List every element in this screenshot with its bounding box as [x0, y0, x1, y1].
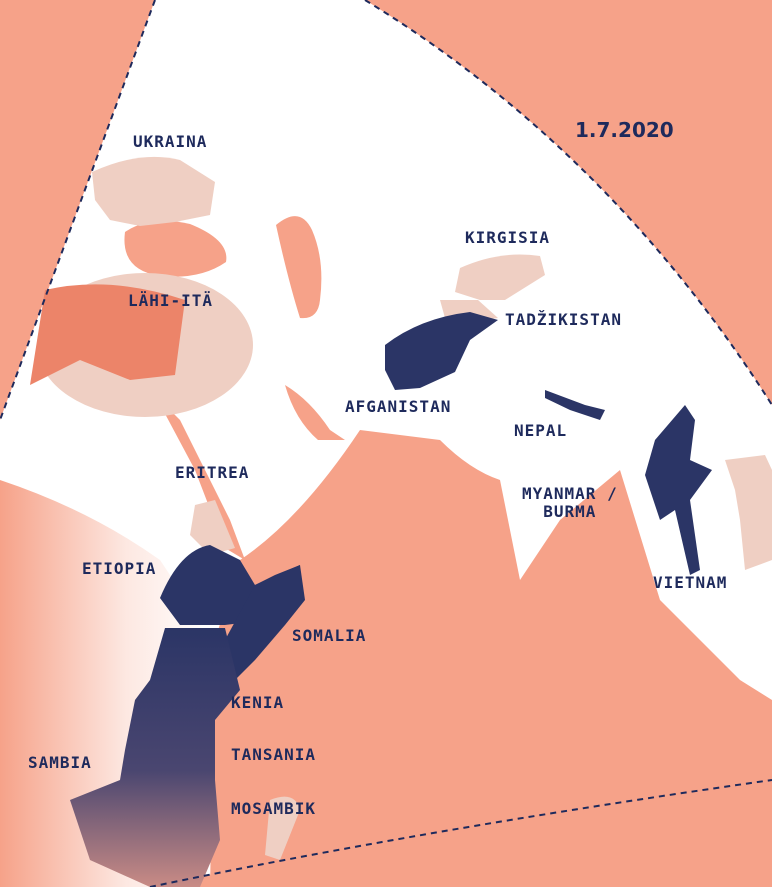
label-nepal: NEPAL [514, 421, 568, 440]
ukraina-shape [92, 156, 215, 226]
label-tadzikistan: TADŽIKISTAN [505, 310, 622, 329]
wedge-border-left [0, 0, 156, 421]
caspian-sea [276, 216, 322, 319]
vietnam-shape [725, 455, 772, 570]
label-kenia: KENIA [231, 693, 285, 712]
label-myanmar-line1: MYANMAR / [522, 484, 618, 503]
label-tansania: TANSANIA [231, 745, 317, 764]
wedge-border-top [364, 0, 772, 406]
label-somalia: SOMALIA [292, 626, 367, 645]
middle-east-land [30, 284, 185, 385]
label-afganistan: AFGANISTAN [345, 397, 452, 416]
somalia-shape [225, 565, 305, 680]
afganistan-shape [385, 312, 498, 390]
persian-gulf [285, 385, 345, 440]
label-sambia: SAMBIA [28, 753, 92, 772]
kirgisia-shape [455, 254, 545, 300]
nepal-shape [545, 390, 605, 420]
label-lahi-ita: LÄHI-ITÄ [128, 291, 214, 310]
label-eritrea: ERITREA [175, 463, 250, 482]
label-vietnam: VIETNAM [653, 573, 728, 592]
label-etiopia: ETIOPIA [82, 559, 157, 578]
wedge-border-bottom [149, 779, 772, 887]
eritrea-shape [190, 500, 235, 555]
label-myanmar-line2: BURMA [543, 502, 597, 521]
label-kirgisia: KIRGISIA [465, 228, 551, 247]
label-myanmar: MYANMAR / BURMA [522, 485, 618, 521]
myanmar-shape [645, 405, 712, 575]
east-africa-shape [70, 628, 240, 887]
black-sea [124, 220, 227, 277]
label-ukraina: UKRAINA [133, 132, 208, 151]
label-mosambik: MOSAMBIK [231, 799, 317, 818]
date-label: 1.7.2020 [575, 118, 674, 142]
indian-ocean [210, 430, 772, 887]
madagascar-shape [265, 796, 300, 860]
